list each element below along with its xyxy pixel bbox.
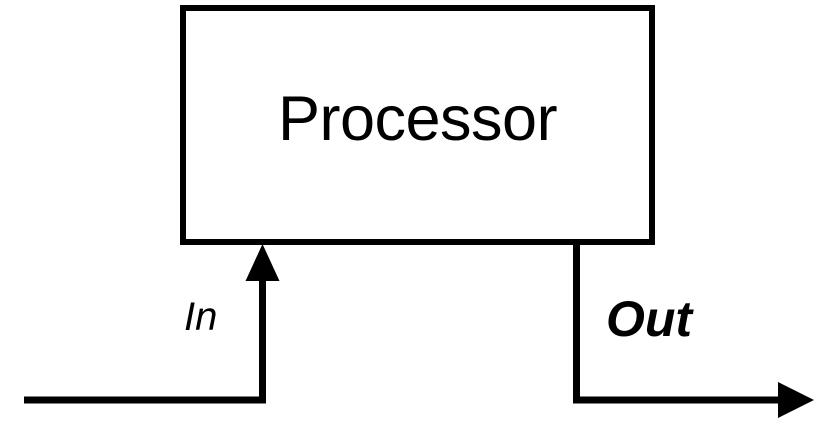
output-flow-line: [573, 245, 780, 404]
input-flow-line: [24, 281, 266, 404]
output-label: Out: [606, 291, 693, 347]
input-label: In: [184, 295, 218, 339]
output-arrowhead-icon: [778, 382, 814, 418]
processor-label: Processor: [277, 84, 558, 154]
input-arrowhead-icon: [245, 244, 280, 281]
processor-block[interactable]: [180, 5, 655, 245]
